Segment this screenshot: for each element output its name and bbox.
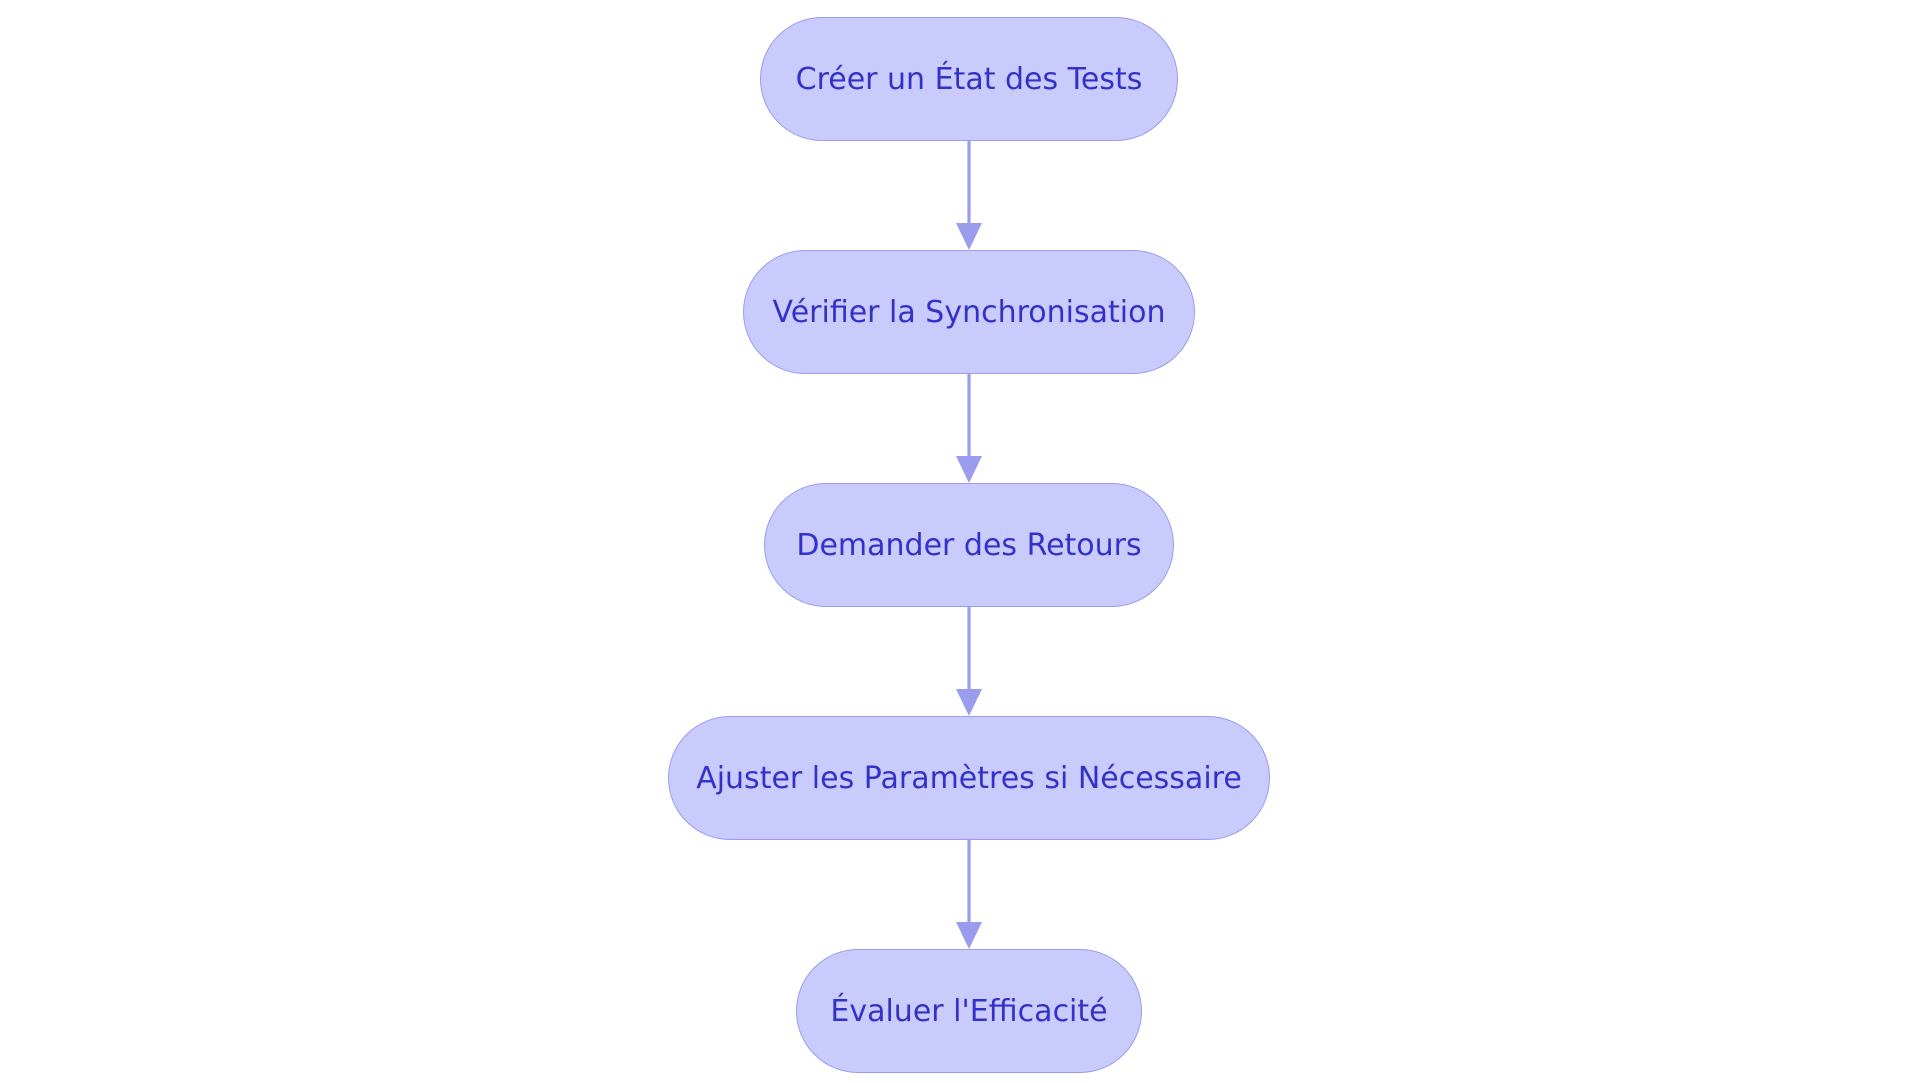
edge-n1-n2 [956, 141, 982, 250]
flow-node-create-test-state: Créer un État des Tests [760, 17, 1178, 141]
flow-node-adjust-parameters: Ajuster les Paramètres si Nécessaire [668, 716, 1270, 840]
edge-n4-n5 [956, 840, 982, 949]
flow-node-verify-sync: Vérifier la Synchronisation [743, 250, 1195, 374]
flow-node-label: Créer un État des Tests [795, 61, 1143, 97]
flow-node-request-feedback: Demander des Retours [764, 483, 1174, 607]
edge-n3-n4 [956, 607, 982, 716]
flow-node-label: Évaluer l'Efficacité [830, 993, 1108, 1029]
flow-node-label: Vérifier la Synchronisation [772, 294, 1166, 330]
flow-node-evaluate-efficiency: Évaluer l'Efficacité [796, 949, 1142, 1073]
flow-node-label: Demander des Retours [796, 527, 1142, 563]
flow-node-label: Ajuster les Paramètres si Nécessaire [696, 760, 1242, 796]
edge-n2-n3 [956, 374, 982, 483]
